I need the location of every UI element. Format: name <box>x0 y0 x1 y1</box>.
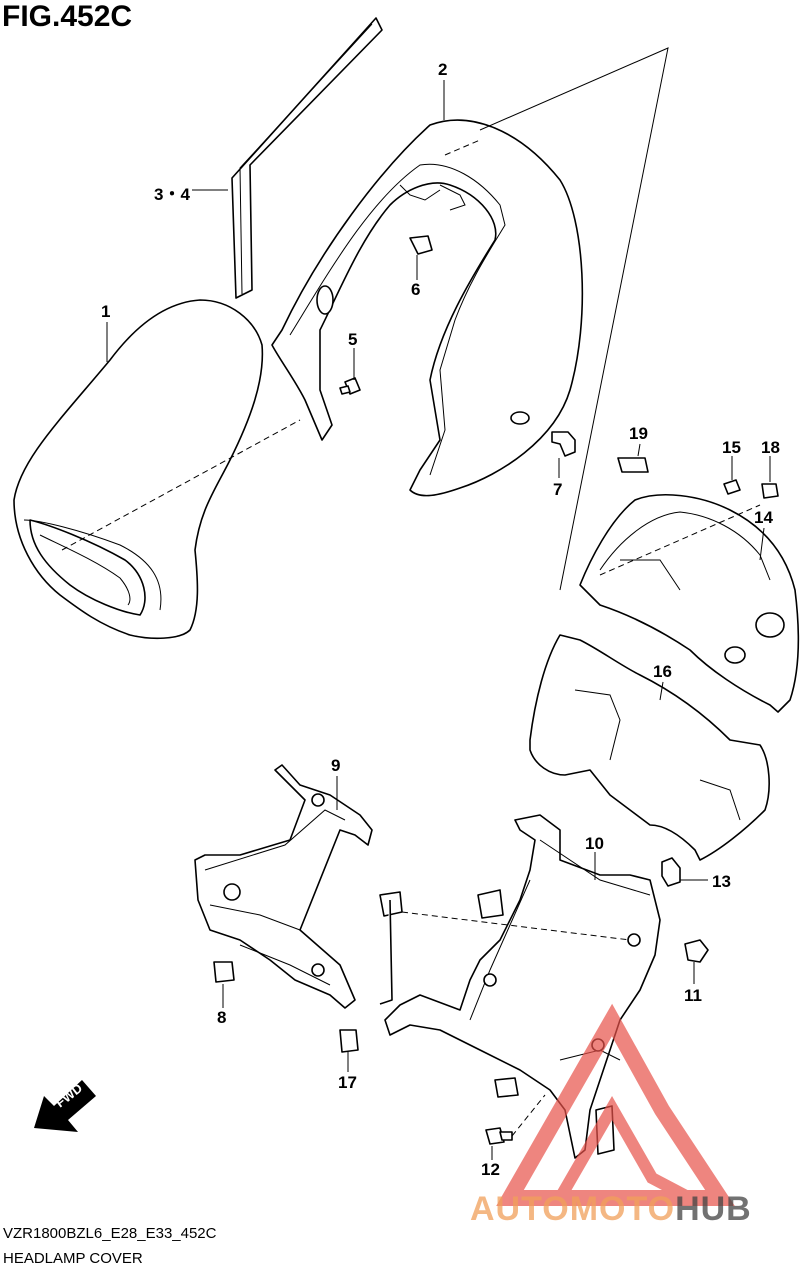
part-13-pin <box>661 857 681 887</box>
part-10-bracket <box>384 814 661 1159</box>
part-5-screw <box>339 377 361 395</box>
part-label-15: 15 <box>722 438 741 457</box>
part-label-2: 2 <box>438 60 448 79</box>
part-label-1: 1 <box>101 302 111 321</box>
part-18-grommet <box>761 483 779 499</box>
part-11-bolt <box>684 939 709 963</box>
part-16-lower-panel <box>529 634 770 861</box>
part-15-nut <box>723 479 741 495</box>
part-label-19: 19 <box>629 424 648 443</box>
part-17-grommet <box>339 1029 359 1053</box>
part-label-9: 9 <box>331 756 341 775</box>
part-7-bolt <box>551 431 576 457</box>
part-label-13: 13 <box>712 872 731 891</box>
diagram-name: HEADLAMP COVER <box>3 1250 143 1267</box>
part-2-headlamp-cover <box>271 47 669 591</box>
part-label-17: 17 <box>338 1073 357 1092</box>
part-label-18: 18 <box>761 438 780 457</box>
part-1-headlamp-bezel <box>13 299 301 640</box>
part-19-foam <box>617 457 649 473</box>
part-label-11: 11 <box>684 986 702 1005</box>
part-8-grommet <box>213 961 235 983</box>
part-3-4-trim-strip <box>231 17 383 299</box>
part-14-inner-panel <box>579 494 800 713</box>
watermark-text-b: HUB <box>675 1190 752 1228</box>
part-label-10: 10 <box>585 834 604 853</box>
part-6-clip <box>409 235 433 255</box>
watermark-text: AUTOMOTOHUB <box>470 1190 752 1229</box>
part-12-bolt <box>485 1094 546 1145</box>
fwd-arrow-icon: FWD <box>34 1080 96 1132</box>
watermark-text-a: AUTOMOTO <box>470 1190 676 1228</box>
part-label-5: 5 <box>348 330 358 349</box>
part-label-8: 8 <box>217 1008 227 1027</box>
leader-lines <box>106 80 771 1160</box>
diagram-code: VZR1800BZL6_E28_E33_452C <box>3 1225 217 1242</box>
part-label-3-4: 3・4 <box>154 185 190 204</box>
part-label-12: 12 <box>481 1160 500 1179</box>
part-label-7: 7 <box>553 480 563 499</box>
figure-title: FIG.452C <box>2 0 133 33</box>
part-label-6: 6 <box>411 280 421 299</box>
part-label-16: 16 <box>653 662 672 681</box>
watermark-logo-icon <box>496 1003 735 1206</box>
part-label-14: 14 <box>754 508 773 527</box>
